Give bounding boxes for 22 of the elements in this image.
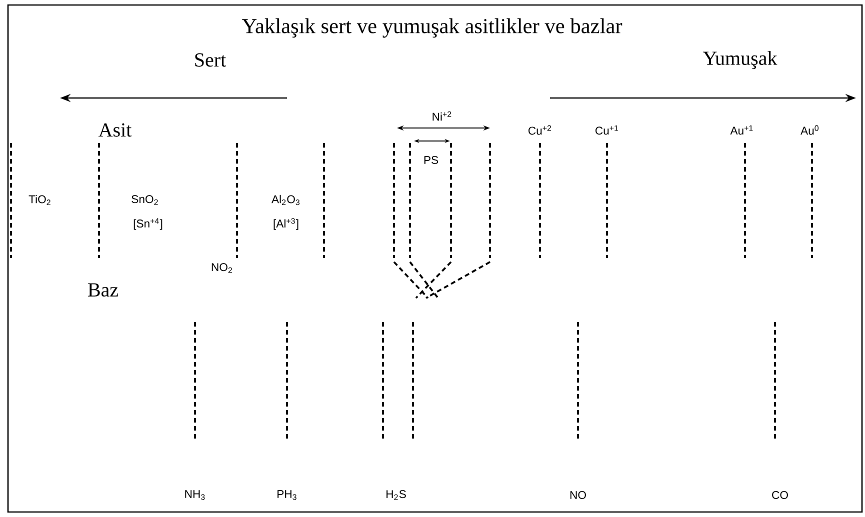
label: PS	[422, 154, 440, 166]
label: Sert	[192, 52, 228, 68]
label: Ni$^{+2}$	[430, 110, 454, 122]
label: NO$_{2}$	[210, 262, 234, 274]
label: Al$_{2}$O$_{3}$	[270, 194, 302, 206]
label: Baz	[86, 282, 120, 298]
label: H$_{2}$S	[384, 488, 408, 502]
label: Yumuşak	[701, 50, 779, 70]
label: Asit	[97, 122, 134, 138]
label: CO	[770, 490, 790, 500]
label: Cu$^{+2}$	[526, 124, 554, 136]
label: TiO$_{2}$	[27, 194, 53, 206]
label: SnO$_{2}$	[130, 194, 160, 206]
title: Yaklaşık sert ve yumuşak asitlikler ve bazlar	[242, 18, 622, 38]
label: [Sn$^{+4}$]	[132, 216, 164, 232]
label: NO	[568, 490, 588, 500]
label: Cu$^{+1}$	[594, 124, 620, 136]
label: Au$^{+1}$	[728, 124, 756, 136]
label: [Al$^{+3}$]	[272, 216, 300, 232]
label: NH$_{3}$	[182, 488, 208, 502]
label: Au$^{0}$	[799, 124, 821, 136]
label: PH$_{3}$	[275, 488, 299, 502]
